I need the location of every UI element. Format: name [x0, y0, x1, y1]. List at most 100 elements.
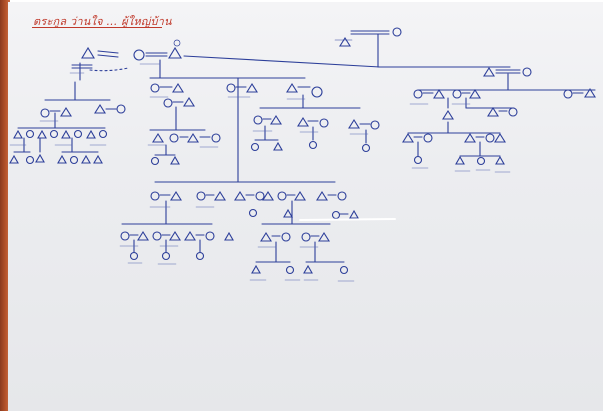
male-symbol [273, 141, 283, 151]
female-symbol [413, 155, 423, 165]
male-symbol [283, 208, 293, 218]
female-symbol [163, 98, 173, 108]
left-branch [9, 81, 126, 165]
female-symbol [308, 140, 318, 150]
male-symbol [184, 230, 196, 241]
male-symbol [584, 87, 596, 98]
male-symbol [183, 96, 195, 107]
female-symbol [277, 191, 287, 201]
male-symbol [94, 103, 106, 114]
male-symbol [251, 264, 261, 274]
male-symbol [316, 190, 328, 201]
white-marker [299, 218, 396, 221]
female-symbol [226, 83, 236, 93]
female-symbol [331, 210, 341, 220]
female-symbol [40, 108, 50, 118]
male-symbol [303, 264, 313, 274]
male-symbol [433, 88, 445, 99]
male-symbol [61, 129, 71, 139]
male-symbol [214, 190, 226, 201]
female-symbol [255, 191, 265, 201]
male-symbol [172, 82, 184, 93]
female-symbol [508, 107, 518, 117]
male-symbol [170, 155, 180, 165]
male-symbol [169, 230, 181, 241]
male-symbol [9, 154, 19, 164]
male-symbol [294, 190, 306, 201]
male-symbol [13, 129, 23, 139]
chart-title: ตระกูล ว่านใจ ... ผู้ใหญ่บ้าน [33, 15, 172, 28]
name-annotations [9, 63, 511, 282]
male-symbol [442, 109, 454, 120]
female-symbol [253, 115, 263, 125]
male-symbol [286, 82, 298, 93]
female-symbol [281, 232, 291, 242]
couple-left-main [71, 39, 182, 81]
female-symbol [485, 133, 495, 143]
female-symbol [248, 208, 258, 218]
male-symbol [60, 106, 72, 117]
female-symbol [522, 67, 532, 77]
male-symbol [483, 66, 495, 77]
lower-branch [120, 181, 396, 275]
female-symbol [413, 89, 423, 99]
ego-marker [173, 39, 181, 47]
male-symbol [402, 132, 414, 143]
female-symbol [152, 231, 162, 241]
dotted-relation [89, 67, 129, 72]
female-symbol [69, 155, 79, 165]
female-symbol [319, 118, 329, 128]
female-symbol [49, 129, 59, 139]
male-symbol [495, 155, 505, 165]
female-symbol [73, 129, 83, 139]
male-symbol [86, 129, 96, 139]
female-symbol [150, 83, 160, 93]
wall-edge [0, 0, 10, 411]
female-symbol [150, 191, 160, 201]
male-symbol [81, 46, 95, 59]
male-symbol [137, 230, 149, 241]
female-symbol [285, 265, 295, 275]
sibling-line [183, 55, 381, 68]
male-symbol [152, 132, 164, 143]
female-symbol [392, 27, 402, 37]
female-symbol [25, 155, 35, 165]
male-symbol [81, 154, 91, 164]
male-symbol [349, 209, 359, 219]
title-underline [32, 27, 162, 28]
female-symbol [370, 120, 380, 130]
male-symbol [297, 116, 309, 127]
male-symbol [494, 132, 506, 143]
female-symbol [129, 251, 139, 261]
female-symbol [116, 104, 126, 114]
female-symbol [361, 143, 371, 153]
male-symbol [339, 36, 351, 47]
female-symbol [205, 231, 215, 241]
male-symbol [246, 82, 258, 93]
female-symbol [339, 265, 349, 275]
female-symbol [452, 89, 462, 99]
female-symbol [150, 156, 160, 166]
male-symbol [234, 190, 246, 201]
female-symbol [563, 89, 573, 99]
female-symbol [250, 142, 260, 152]
female-symbol [476, 156, 486, 166]
marriage-line [97, 50, 119, 54]
female-symbol [25, 129, 35, 139]
male-symbol [469, 88, 481, 99]
female-symbol [98, 129, 108, 139]
female-symbol [169, 133, 179, 143]
right-branch [402, 66, 596, 166]
female-symbol [195, 251, 205, 261]
male-symbol [168, 46, 182, 59]
female-symbol [120, 231, 130, 241]
female-symbol [133, 49, 145, 61]
female-symbol [196, 191, 206, 201]
female-symbol [423, 133, 433, 143]
female-symbol [161, 251, 171, 261]
male-symbol [37, 129, 47, 139]
female-symbol [301, 232, 311, 242]
male-symbol [35, 153, 45, 163]
male-symbol [348, 118, 360, 129]
